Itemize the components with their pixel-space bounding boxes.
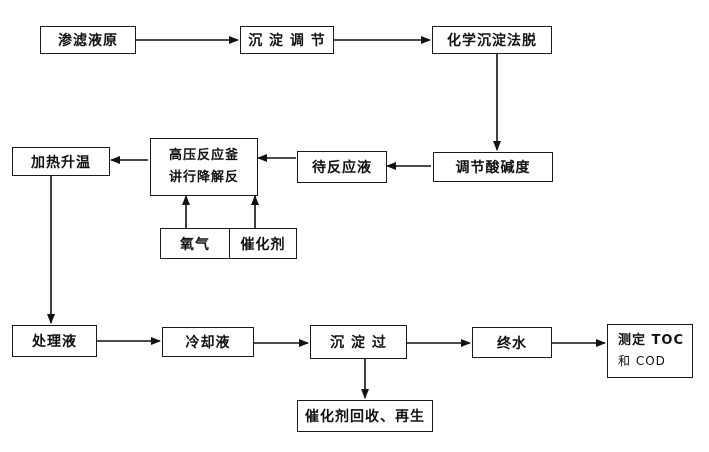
node-oxygen: 氧气 bbox=[160, 228, 230, 259]
reactor-line-2: 讲行降解反 bbox=[168, 170, 239, 185]
node-catalyst: 催化剂 bbox=[229, 228, 297, 259]
node-raw-leachate: 渗滤液原 bbox=[40, 26, 136, 54]
node-chemical-precipitation: 化学沉淀法脱 bbox=[432, 26, 552, 54]
node-treated-liquid: 处理液 bbox=[12, 325, 97, 357]
node-measure-toc-cod: 测定 TOC 和 COD bbox=[607, 324, 693, 378]
node-high-pressure-reactor: 高压反应釜 讲行降解反 bbox=[150, 138, 258, 196]
node-pending-liquid: 待反应液 bbox=[297, 151, 387, 183]
node-cooling-liquid: 冷却液 bbox=[162, 327, 254, 357]
toc-line-2: 和 COD bbox=[618, 354, 666, 368]
reactor-line-1: 高压反应釜 bbox=[168, 148, 239, 163]
node-catalyst-recovery: 催化剂回收、再生 bbox=[297, 400, 433, 432]
node-heating: 加热升温 bbox=[12, 147, 110, 176]
toc-line-1: 测定 TOC bbox=[618, 333, 684, 348]
node-settling-filter: 沉 淀 过 bbox=[310, 325, 407, 359]
node-adjust-ph: 调节酸碱度 bbox=[433, 152, 553, 182]
node-final-water: 终水 bbox=[472, 327, 552, 358]
node-settling-adjust: 沉 淀 调 节 bbox=[240, 26, 334, 54]
